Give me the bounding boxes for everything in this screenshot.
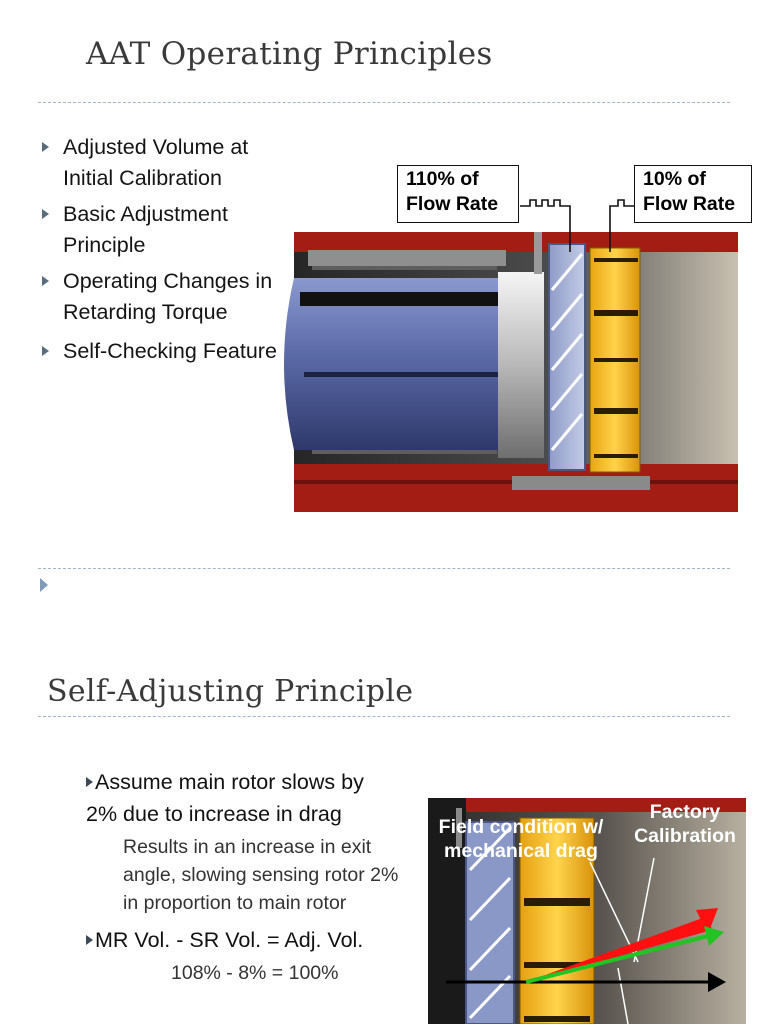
callout-line: Flow Rate: [643, 193, 736, 215]
slide-divider: [38, 568, 730, 569]
bullet-text: Self-Checking Feature: [63, 339, 277, 363]
bullet-triangle-icon: [42, 346, 49, 356]
sub-text: angle, slowing sensing rotor 2%: [123, 864, 399, 886]
bullet-triangle-icon: [86, 777, 93, 787]
title-divider: [38, 716, 730, 717]
slide-title: Self-Adjusting Principle: [47, 674, 414, 709]
label-line: Factory: [649, 801, 721, 823]
bullet-text: Operating Changes in: [63, 269, 273, 293]
bullet-item: Basic Adjustment Principle: [38, 199, 298, 260]
bullet-text: Initial Calibration: [63, 165, 222, 190]
bullet-item: Operating Changes in Retarding Torque: [38, 266, 298, 327]
label-factory-calibration: Factory Calibration: [628, 800, 742, 848]
bullet-triangle-icon: [42, 142, 49, 152]
bullet-text: MR Vol. - SR Vol. = Adj. Vol.: [95, 928, 364, 952]
sub-text: in proportion to main rotor: [123, 892, 347, 914]
callout-line: 110% of: [406, 168, 479, 190]
rotor-vector-illustration: [428, 798, 746, 1024]
slide-title: AAT Operating Principles: [86, 36, 493, 72]
callout-line: Flow Rate: [406, 193, 499, 215]
title-divider: [38, 102, 730, 103]
callout-10-flow-rate: 10% of Flow Rate: [634, 165, 752, 223]
bullet-text: Basic Adjustment: [63, 202, 228, 226]
callout-leaders: [520, 199, 634, 252]
label-line: mechanical drag: [444, 840, 598, 862]
bullet-triangle-icon: [40, 578, 48, 592]
bullet-list: Adjusted Volume at Initial Calibration B…: [38, 132, 298, 333]
bullet-item: Adjusted Volume at Initial Calibration: [38, 132, 298, 193]
bullet-text-continued: 2% due to increase in drag: [86, 802, 342, 826]
turbine-meter-illustration: [276, 232, 738, 512]
sub-text: Results in an increase in exit: [123, 836, 372, 858]
callout-110-flow-rate: 110% of Flow Rate: [397, 165, 519, 223]
bullet-triangle-icon: [86, 935, 93, 945]
bullet-item: MR Vol. - SR Vol. = Adj. Vol.: [86, 925, 363, 955]
label-field-condition: Field condition w/ mechanical drag: [430, 815, 612, 863]
label-line: Calibration: [634, 825, 736, 847]
bullet-text: Retarding Torque: [63, 299, 228, 324]
callout-line: 10% of: [643, 168, 706, 190]
equation-text: 108% - 8% = 100%: [171, 962, 339, 984]
label-line: Field condition w/: [438, 816, 604, 838]
bullet-triangle-icon: [42, 276, 49, 286]
bullet-text: Assume main rotor slows by: [95, 770, 364, 794]
bullet-item: Assume main rotor slows by: [86, 767, 364, 797]
bullet-text: Adjusted Volume at: [63, 135, 249, 159]
bullet-text: Principle: [63, 232, 146, 257]
bullet-triangle-icon: [42, 209, 49, 219]
